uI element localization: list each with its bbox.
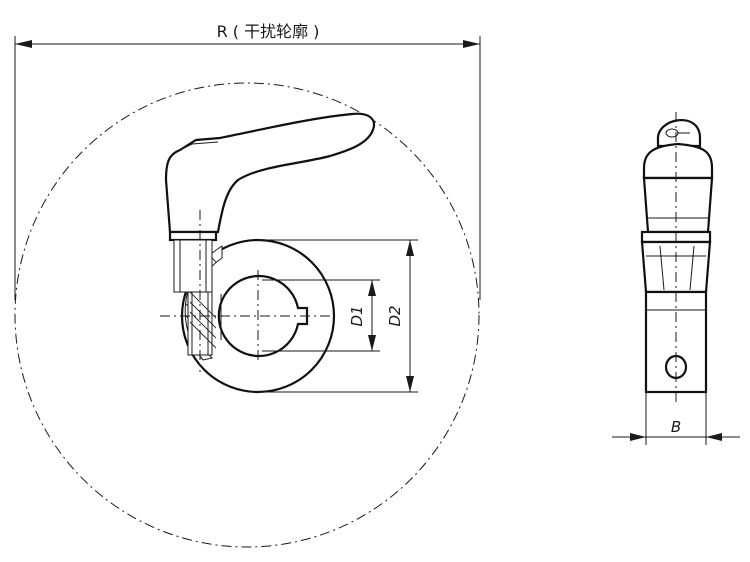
interference-contour [14,82,480,548]
side-view [640,119,714,394]
d2-dimension: D2 [258,239,418,393]
r-dimension-label: R ( 干扰轮廓 ) [217,22,320,41]
d2-label: D2 [386,305,404,326]
r-dimension: R ( 干扰轮廓 ) [14,22,481,300]
d1-dimension: D1 [262,279,380,352]
clamping-lever [164,112,376,293]
centerlines-front [160,210,330,372]
b-dimension: B [612,392,740,445]
b-label: B [671,418,681,436]
d1-label: D1 [348,305,366,326]
